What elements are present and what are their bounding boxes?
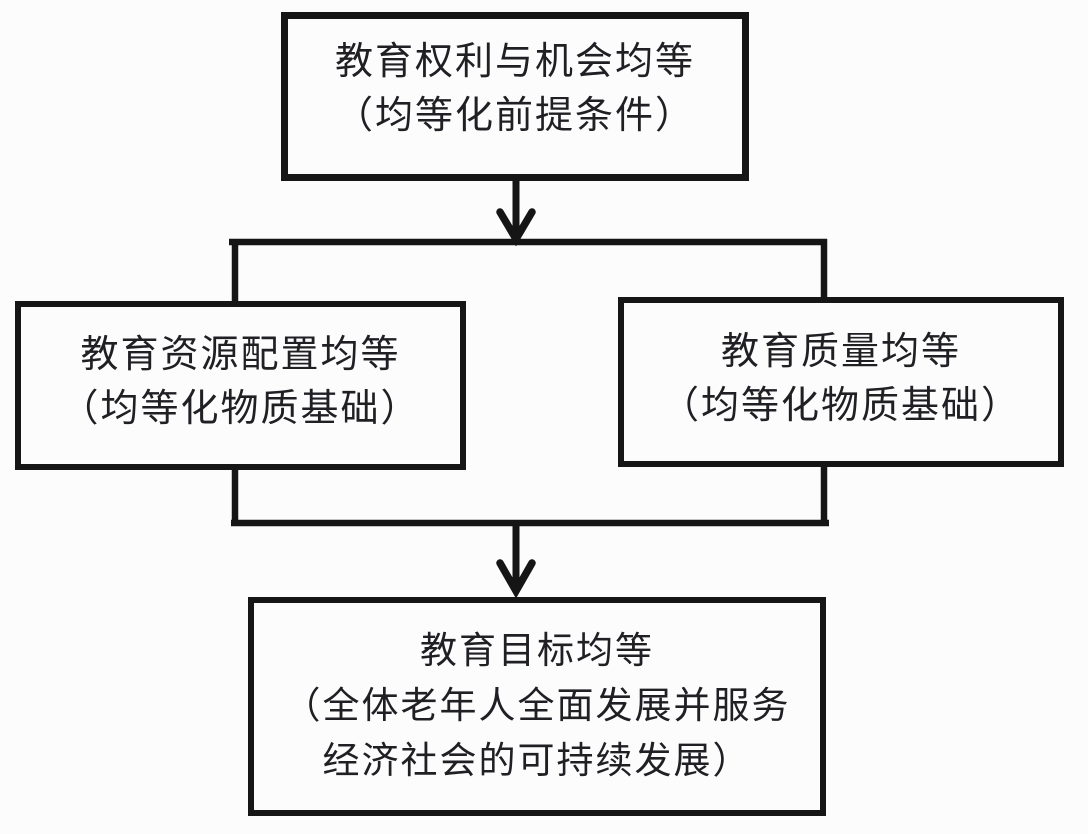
node-education-rights: 教育权利与机会均等 （均等化前提条件） <box>281 12 749 181</box>
node-subtitle: （均等化物质基础） <box>660 385 1021 427</box>
node-education-quality: 教育质量均等 （均等化物质基础） <box>618 297 1064 467</box>
node-title: 教育目标均等 <box>420 631 654 672</box>
node-title: 教育资源配置均等 <box>80 333 401 376</box>
down-arrow-icon <box>496 559 536 599</box>
node-title: 教育权利与机会均等 <box>334 40 695 83</box>
node-subtitle-line1: （全体老年人全面发展并服务 <box>283 686 791 727</box>
node-subtitle: （均等化前提条件） <box>334 94 695 137</box>
node-subtitle: （均等化物质基础） <box>60 387 421 430</box>
node-education-goal: 教育目标均等 （全体老年人全面发展并服务 经济社会的可持续发展） <box>248 597 826 816</box>
node-subtitle-line2: 经济社会的可持续发展） <box>322 741 752 782</box>
node-resource-allocation: 教育资源配置均等 （均等化物质基础） <box>15 301 466 470</box>
node-title: 教育质量均等 <box>720 331 961 373</box>
